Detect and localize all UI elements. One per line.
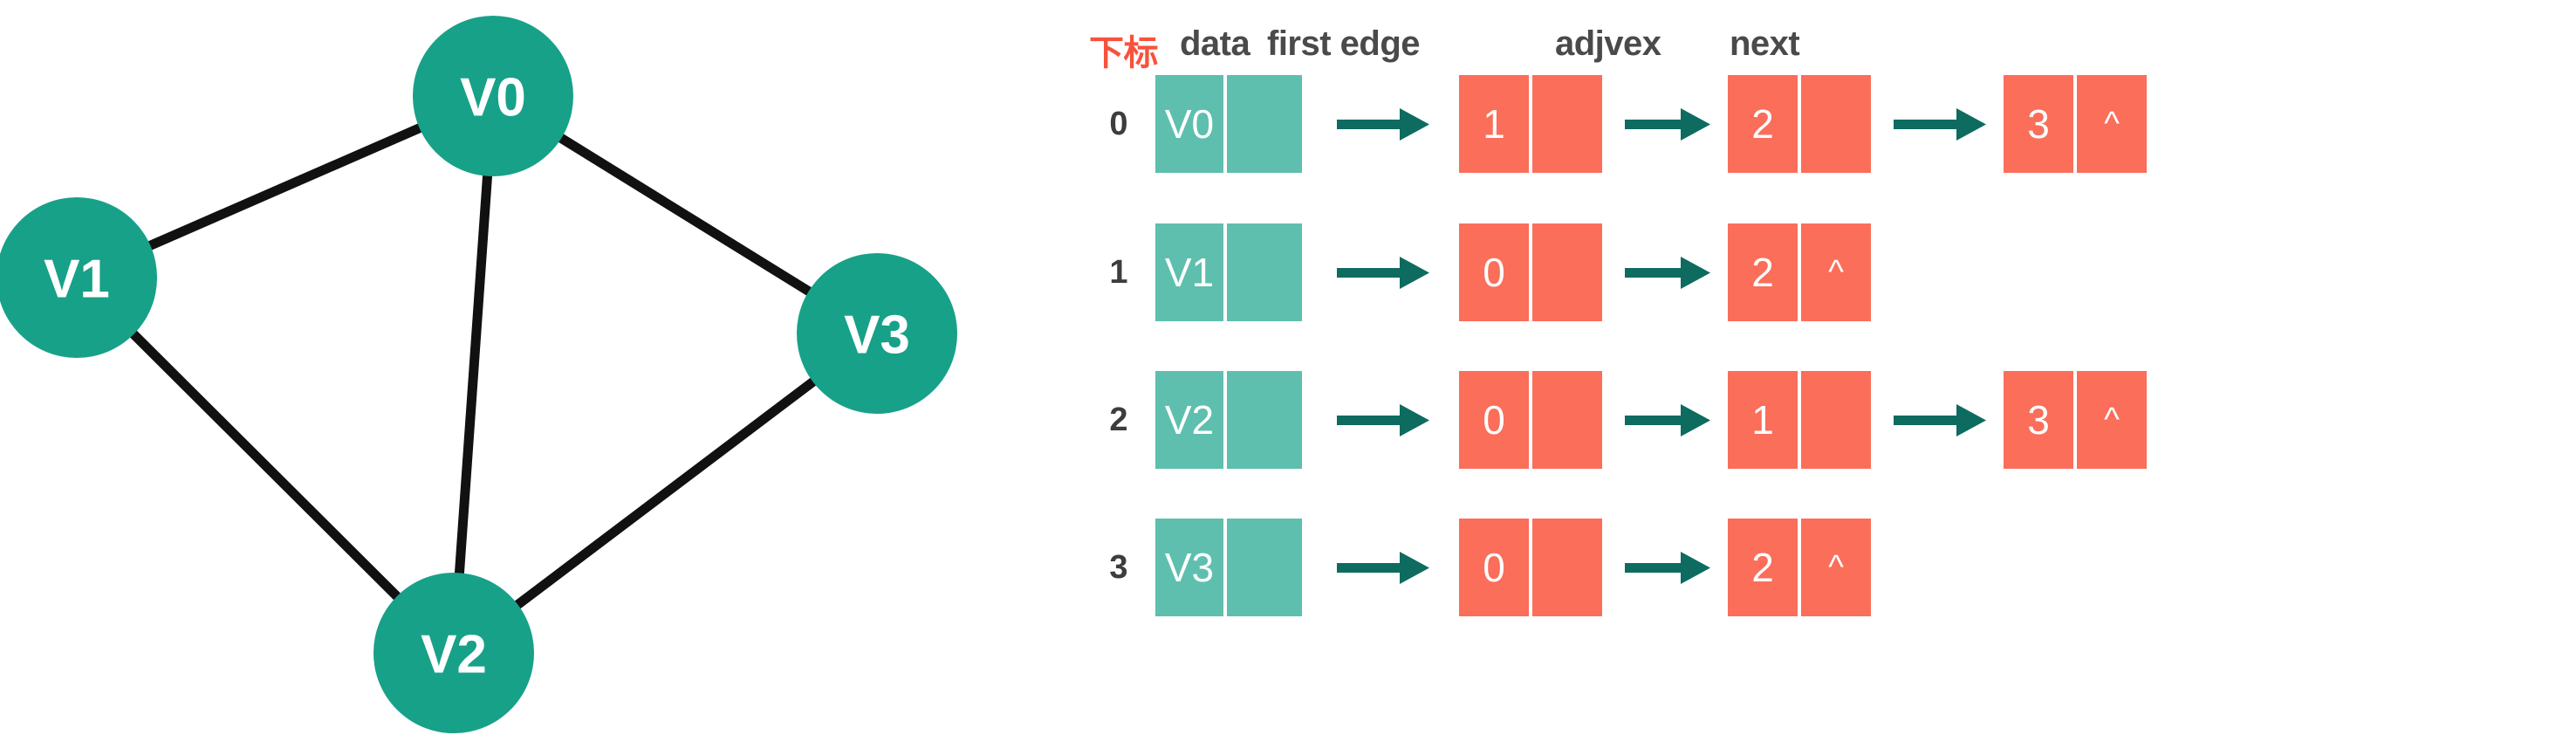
graph-node-circle (797, 253, 957, 414)
edge-node[interactable]: 0 (1459, 223, 1602, 321)
graph-node-circle (0, 197, 157, 358)
row-index-label: 1 (1109, 253, 1128, 291)
row-index-label: 2 (1109, 401, 1128, 438)
edge-adjvex-cell: 2 (1728, 519, 1798, 616)
edge-next-cell: ^ (2077, 75, 2147, 173)
edge-node[interactable]: 3^ (2004, 371, 2147, 469)
graph-edge-v2-v3 (449, 328, 882, 658)
edge-node[interactable]: 1 (1728, 371, 1871, 469)
graph-node-label: V2 (421, 625, 487, 685)
pointer-arrow (1332, 223, 1429, 321)
vertex-node[interactable]: V1 (1155, 223, 1302, 321)
graph-node-v0[interactable]: V0 (413, 16, 573, 176)
adjacency-row: 1 V1 0 2^ (1082, 223, 1871, 321)
column-header-first-edge: first edge (1267, 24, 1421, 63)
edge-next-cell: ^ (1801, 519, 1871, 616)
graph-node-label: V3 (844, 306, 910, 366)
row-index-label: 3 (1109, 548, 1128, 586)
vertex-data-cell: V2 (1155, 371, 1223, 469)
graph-node-circle (413, 16, 573, 176)
pointer-arrow (1620, 519, 1710, 616)
edge-adjvex-cell: 1 (1459, 75, 1529, 173)
row-index-label: 0 (1109, 105, 1128, 142)
edge-node[interactable]: 2^ (1728, 519, 1871, 616)
edge-next-cell (1532, 223, 1602, 321)
edge-node[interactable]: 2^ (1728, 223, 1871, 321)
graph-edge-v0-v2 (449, 91, 498, 658)
edge-adjvex-cell: 2 (1728, 223, 1798, 321)
vertex-data-cell: V1 (1155, 223, 1223, 321)
edge-adjvex-cell: 2 (1728, 75, 1798, 173)
adjacency-row: 2 V2 0 1 3^ (1082, 371, 2147, 469)
pointer-arrow (1888, 371, 1986, 469)
edge-node[interactable]: 0 (1459, 371, 1602, 469)
adjacency-row: 0 V0 1 2 3^ (1082, 75, 2147, 173)
graph-node-label: V0 (460, 68, 526, 128)
adjacency-row: 3 V3 0 2^ (1082, 519, 1871, 616)
edge-adjvex-cell: 0 (1459, 519, 1529, 616)
edge-node[interactable]: 1 (1459, 75, 1602, 173)
column-header-adjvex: adjvex (1555, 24, 1661, 63)
vertex-first-edge-cell (1227, 223, 1302, 321)
graph-edge-group (72, 91, 882, 658)
vertex-node[interactable]: V0 (1155, 75, 1302, 173)
pointer-arrow (1332, 75, 1429, 173)
vertex-first-edge-cell (1227, 371, 1302, 469)
edge-next-cell: ^ (2077, 371, 2147, 469)
edge-next-cell (1532, 519, 1602, 616)
graph-edge-v1-v2 (72, 272, 459, 658)
edge-adjvex-cell: 1 (1728, 371, 1798, 469)
edge-next-cell (1532, 75, 1602, 173)
edge-adjvex-cell: 3 (2004, 371, 2073, 469)
edge-next-cell (1801, 75, 1871, 173)
vertex-data-cell: V3 (1155, 519, 1223, 616)
edge-adjvex-cell: 0 (1459, 371, 1529, 469)
edge-adjvex-cell: 0 (1459, 223, 1529, 321)
pointer-arrow (1620, 371, 1710, 469)
graph-node-circle (373, 573, 534, 733)
column-header-index: 下标 (1089, 34, 1159, 72)
edge-adjvex-cell: 3 (2004, 75, 2073, 173)
graph-node-v3[interactable]: V3 (797, 253, 957, 414)
vertex-node[interactable]: V3 (1155, 519, 1302, 616)
edge-next-cell (1801, 371, 1871, 469)
edge-next-cell (1532, 371, 1602, 469)
column-header-data: data (1180, 24, 1250, 63)
vertex-node[interactable]: V2 (1155, 371, 1302, 469)
column-header-next: next (1730, 24, 1800, 63)
edge-node[interactable]: 2 (1728, 75, 1871, 173)
vertex-data-cell: V0 (1155, 75, 1223, 173)
graph-node-label: V1 (44, 250, 110, 310)
pointer-arrow (1620, 75, 1710, 173)
edge-node[interactable]: 3^ (2004, 75, 2147, 173)
graph-node-v2[interactable]: V2 (373, 573, 534, 733)
vertex-first-edge-cell (1227, 519, 1302, 616)
edge-node[interactable]: 0 (1459, 519, 1602, 616)
pointer-arrow (1620, 223, 1710, 321)
graph-node-v1[interactable]: V1 (0, 197, 157, 358)
pointer-arrow (1332, 371, 1429, 469)
vertex-first-edge-cell (1227, 75, 1302, 173)
edge-next-cell: ^ (1801, 223, 1871, 321)
pointer-arrow (1888, 75, 1986, 173)
pointer-arrow (1332, 519, 1429, 616)
